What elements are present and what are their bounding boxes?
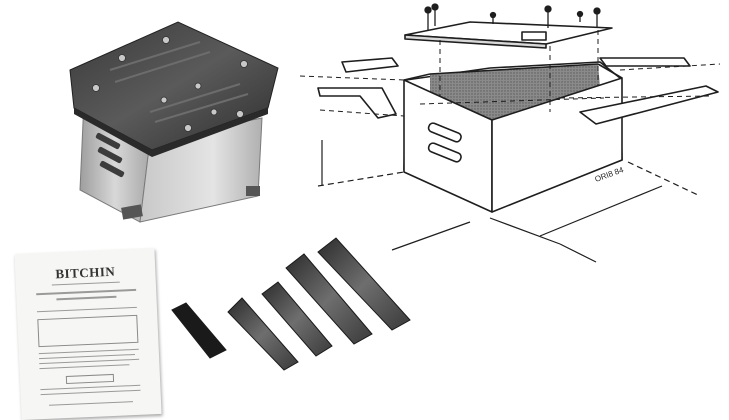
angle-strip-2 (261, 281, 333, 357)
sheet-subtitle-line (51, 281, 120, 286)
sheet-heading-line (36, 288, 137, 296)
sheet-footer-line (49, 401, 134, 406)
sheet-text-line (39, 353, 135, 360)
sheet-heading-line (56, 295, 117, 301)
sheet-table (37, 314, 139, 348)
sheet-text-line (39, 364, 130, 370)
battery-box-photo (69, 21, 279, 223)
screws (424, 3, 601, 30)
exploded-diagram: ORI8 84 (299, 3, 721, 263)
instruction-sheet: BITCHIN (14, 248, 162, 420)
flat-spacer (171, 302, 227, 359)
sheet-text-line (40, 384, 141, 391)
sheet-text-line (38, 348, 139, 355)
sheet-text-line (39, 358, 140, 365)
angle-strip-1 (227, 297, 299, 371)
angle-strip-4 (317, 237, 411, 331)
lid-bolts (92, 36, 248, 132)
sheet-label-box (65, 373, 115, 385)
angle-strip-3 (285, 253, 373, 345)
sheet-text-line (36, 306, 137, 313)
sheet-text-line (40, 389, 141, 396)
vent-slots (95, 132, 125, 178)
manual-brand: BITCHIN (55, 263, 116, 282)
angle-strips (171, 237, 411, 371)
